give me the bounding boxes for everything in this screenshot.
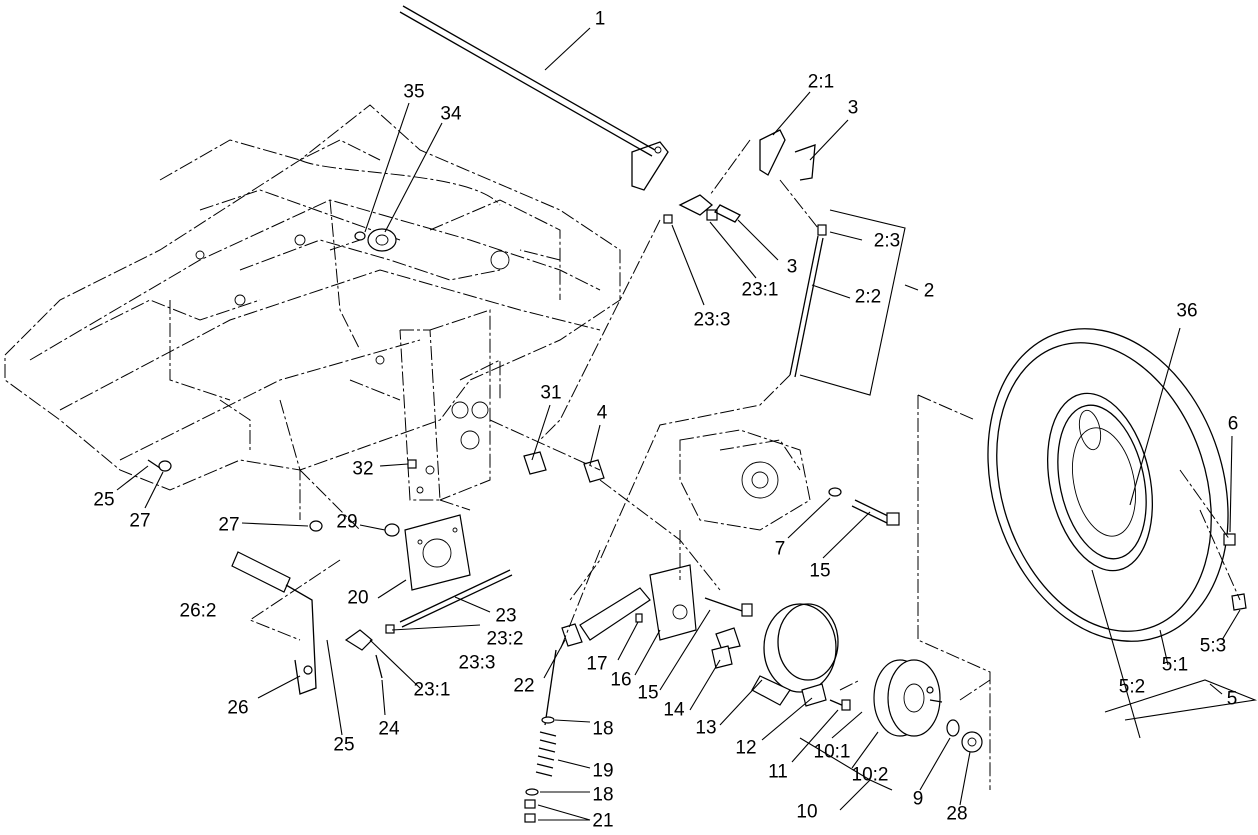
label-6: 6 [1227, 413, 1239, 435]
brake-band-13 [711, 603, 839, 706]
label-25-a: 25 [93, 489, 115, 511]
label-22: 22 [513, 675, 535, 697]
label-23-3-b: 23:3 [458, 652, 496, 674]
label-10: 10 [796, 801, 818, 823]
label-23-2: 23:2 [486, 628, 524, 650]
label-16: 16 [610, 669, 632, 691]
bracket-34-35 [354, 228, 397, 252]
label-9: 9 [912, 788, 924, 810]
label-21: 21 [592, 810, 614, 832]
rod-23-lower [344, 569, 513, 679]
label-10-2: 10:2 [851, 764, 889, 786]
label-13: 13 [695, 717, 717, 739]
pedal-26 [231, 551, 317, 695]
label-19: 19 [592, 760, 614, 782]
label-29: 29 [336, 511, 358, 533]
label-20: 20 [347, 587, 369, 609]
label-2-1: 2:1 [807, 71, 835, 93]
link-assembly-2 [759, 129, 827, 378]
label-26-2: 26:2 [179, 600, 217, 622]
label-24: 24 [378, 718, 400, 740]
label-14: 14 [663, 699, 685, 721]
label-34: 34 [440, 103, 462, 125]
label-15-a: 15 [809, 560, 831, 582]
label-35: 35 [403, 81, 425, 103]
label-5-1: 5:1 [1161, 654, 1189, 676]
plate-20 [404, 514, 471, 591]
label-2-2: 2:2 [854, 286, 882, 308]
label-28: 28 [946, 803, 968, 825]
bushings-31-4 [523, 451, 605, 483]
label-15-b: 15 [637, 682, 659, 704]
label-25-b: 25 [333, 734, 355, 756]
idler-arm [561, 564, 753, 647]
label-31: 31 [540, 382, 562, 404]
label-2: 2 [923, 280, 935, 302]
label-1: 1 [594, 8, 606, 30]
label-26: 26 [227, 697, 249, 719]
label-5-2: 5:2 [1118, 676, 1146, 698]
label-7: 7 [774, 538, 786, 560]
label-10-1: 10:1 [813, 741, 851, 763]
washer-7-bolt-15 [828, 487, 900, 526]
label-27-a: 27 [129, 510, 151, 532]
label-4: 4 [596, 402, 608, 424]
label-17: 17 [586, 653, 608, 675]
rod-part-1 [399, 5, 669, 191]
label-36: 36 [1176, 300, 1198, 322]
label-23: 23 [495, 605, 517, 627]
label-5-3: 5:3 [1199, 635, 1227, 657]
routing-lines [248, 139, 1241, 701]
label-27-b: 27 [218, 514, 240, 536]
label-12: 12 [735, 737, 757, 759]
label-5: 5 [1226, 688, 1238, 710]
hydro-drive [679, 429, 811, 531]
label-23-3-a: 23:3 [693, 309, 731, 331]
wheel-assembly-5 [917, 328, 1247, 790]
label-11: 11 [768, 761, 788, 783]
label-32: 32 [352, 458, 374, 480]
label-23-1-b: 23:1 [413, 679, 451, 701]
label-23-1-a: 23:1 [741, 279, 779, 301]
label-3-a: 3 [847, 97, 859, 119]
label-18-a: 18 [592, 718, 614, 740]
spring-assembly [524, 649, 557, 823]
label-3-b: 3 [786, 256, 798, 278]
fasteners [147, 459, 417, 537]
label-2-3: 2:3 [873, 230, 901, 252]
leader-lines [116, 27, 1258, 821]
bracket-12 [801, 683, 851, 711]
washer-9-nut-28 [946, 719, 983, 753]
label-18-b: 18 [592, 784, 614, 806]
wheel-hub-10 [873, 659, 943, 737]
clevis-23-upper [663, 194, 741, 224]
